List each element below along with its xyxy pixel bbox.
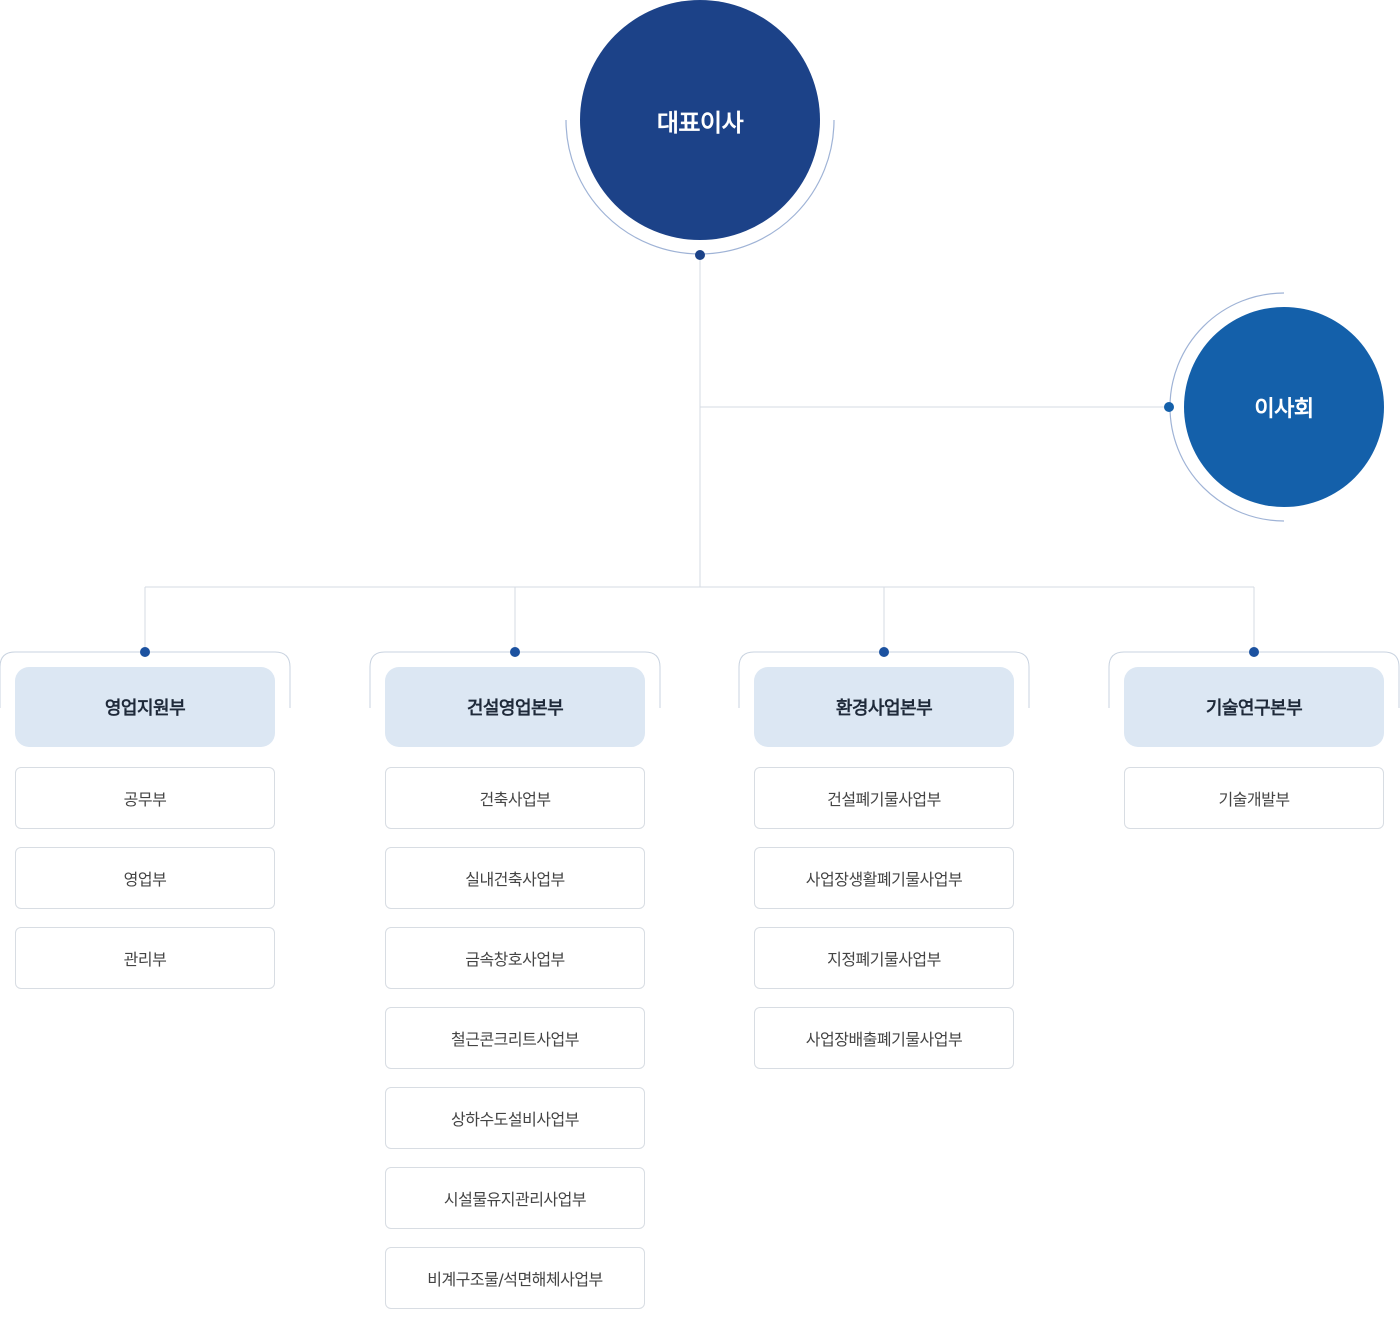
department-box: 지정폐기물사업부 [754,927,1014,989]
ceo-label: 대표이사 [656,108,744,137]
department-list: 건설폐기물사업부 사업장생활폐기물사업부 지정폐기물사업부 사업장배출폐기물사업… [754,767,1014,1069]
division-title: 환경사업본부 [835,698,933,719]
board-node: 이사회 [1184,307,1384,507]
department-box: 비계구조물/석면해체사업부 [385,1247,645,1309]
department-box: 상하수도설비사업부 [385,1087,645,1149]
ceo-node: 대표이사 [580,0,820,240]
division-title: 영업지원부 [104,698,186,719]
division-column-sales-support: 영업지원부 공무부 영업부 관리부 [15,667,275,1007]
department-list: 건축사업부 실내건축사업부 금속창호사업부 철근콘크리트사업부 상하수도설비사업… [385,767,645,1309]
department-box: 시설물유지관리사업부 [385,1167,645,1229]
division-column-environment: 환경사업본부 건설폐기물사업부 사업장생활폐기물사업부 지정폐기물사업부 사업장… [754,667,1014,1087]
board-label: 이사회 [1254,397,1314,422]
division-dot [879,647,889,657]
division-column-tech-research: 기술연구본부 기술개발부 [1124,667,1384,847]
division-dot [510,647,520,657]
department-box: 사업장배출폐기물사업부 [754,1007,1014,1069]
ceo-dot [695,250,705,260]
division-title: 건설영업본부 [466,698,564,719]
department-box: 건축사업부 [385,767,645,829]
department-box: 사업장생활폐기물사업부 [754,847,1014,909]
department-box: 기술개발부 [1124,767,1384,829]
division-header: 건설영업본부 [385,667,645,747]
division-header: 환경사업본부 [754,667,1014,747]
department-box: 공무부 [15,767,275,829]
division-dot [140,647,150,657]
department-box: 건설폐기물사업부 [754,767,1014,829]
board-dot [1164,402,1174,412]
department-box: 철근콘크리트사업부 [385,1007,645,1069]
department-box: 금속창호사업부 [385,927,645,989]
department-box: 실내건축사업부 [385,847,645,909]
division-header: 기술연구본부 [1124,667,1384,747]
division-dot [1249,647,1259,657]
division-title: 기술연구본부 [1205,698,1303,719]
department-box: 관리부 [15,927,275,989]
department-list: 기술개발부 [1124,767,1384,829]
department-list: 공무부 영업부 관리부 [15,767,275,989]
division-column-construction-sales: 건설영업본부 건축사업부 실내건축사업부 금속창호사업부 철근콘크리트사업부 상… [385,667,645,1327]
department-box: 영업부 [15,847,275,909]
division-header: 영업지원부 [15,667,275,747]
